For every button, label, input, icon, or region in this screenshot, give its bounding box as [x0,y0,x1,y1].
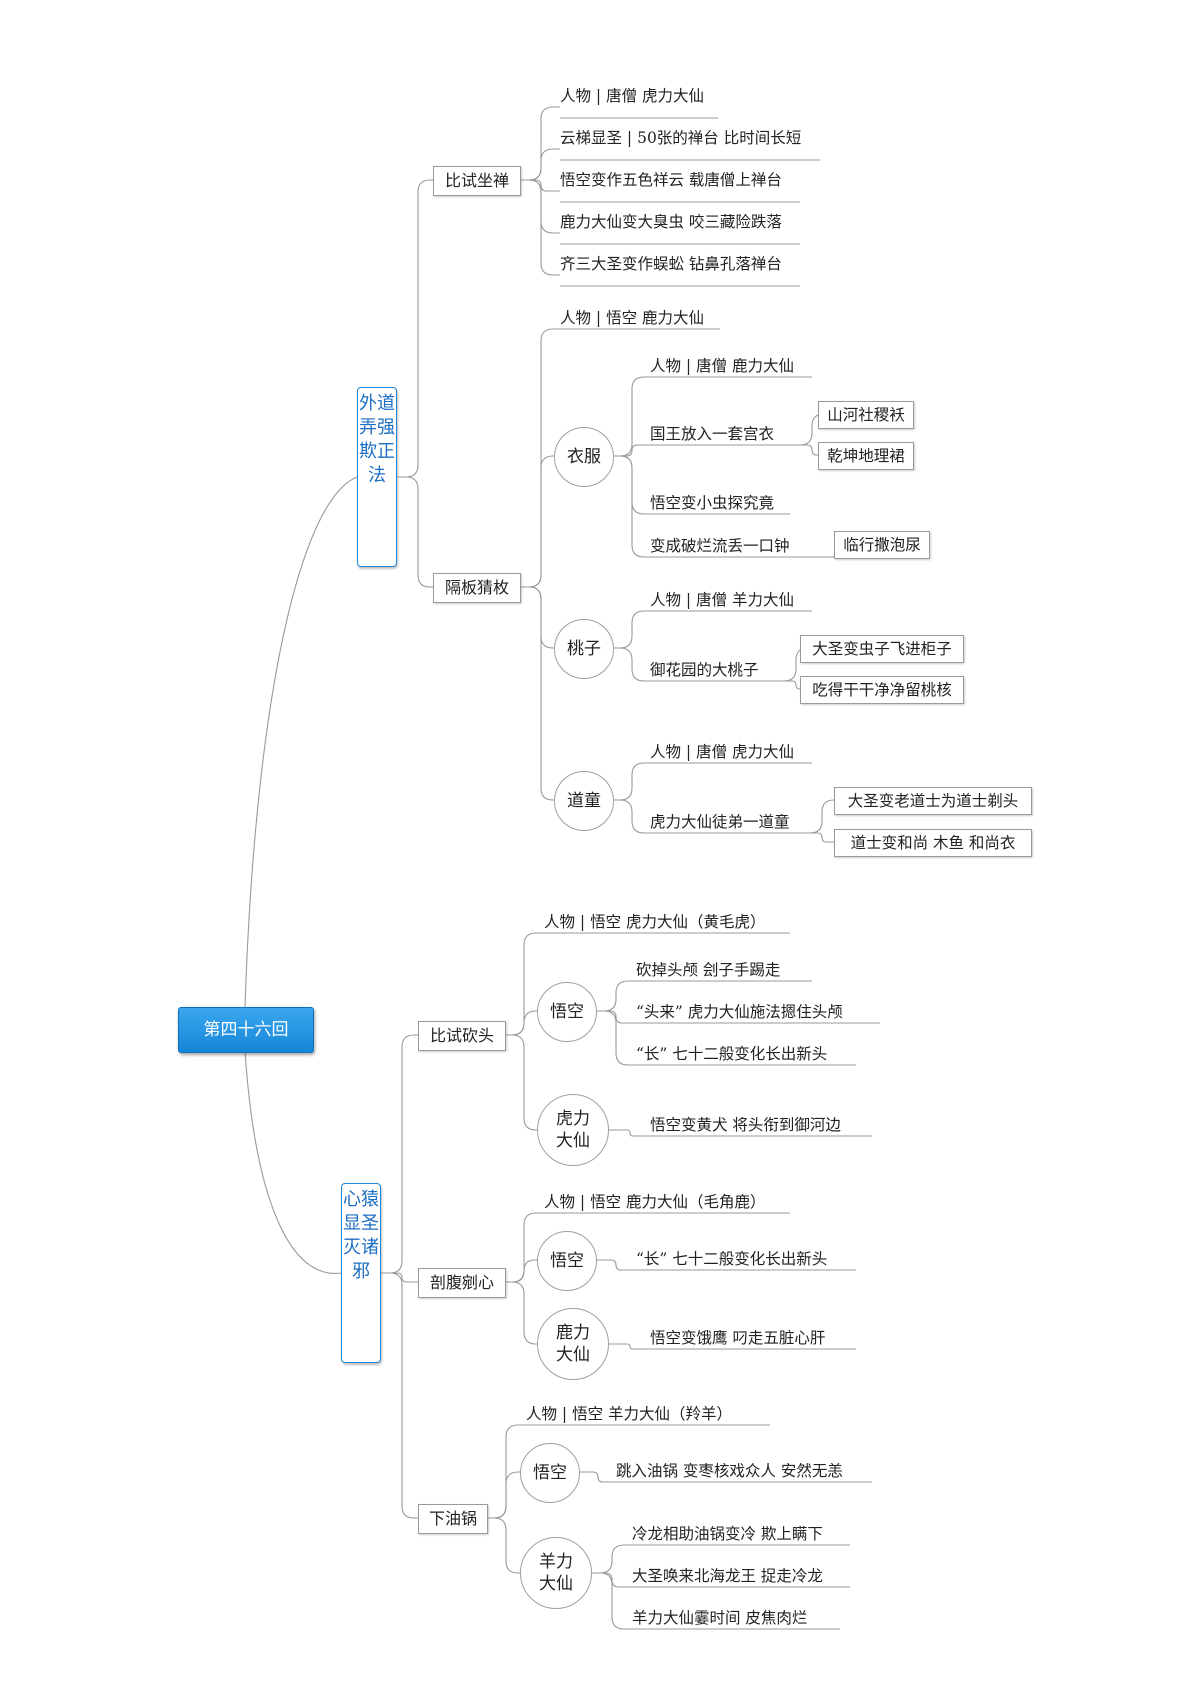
node-b3-yangli[interactable]: 羊力大仙 [520,1537,592,1609]
connector-a2-taoist [519,586,554,801]
connector-b-b2 [381,1272,418,1283]
leaf-taoist-2a: 大圣变老道士为道士剃头 [834,787,1032,815]
leaf-b1-huli-1: 悟空变黄犬 将头衔到御河边 [650,1116,841,1134]
connector-a1-leaf [519,179,560,276]
node-peach[interactable]: 桃子 [554,619,614,679]
node-taoist[interactable]: 道童 [554,771,614,831]
connector-a-a1 [397,179,433,478]
connector-b3-y3 [592,1572,632,1630]
node-b2[interactable]: 剖腹剜心 [418,1268,506,1298]
connector-b3-yangli [486,1517,520,1574]
leaf-clothes-2a: 山河社稷袄 [818,401,914,429]
leaf-b3-yangli-1: 冷龙相助油锅变冷 欺上瞒下 [632,1525,823,1543]
node-b2-wukong[interactable]: 悟空 [537,1231,597,1291]
connector-clothes-2b [800,444,818,456]
node-b1-huli[interactable]: 虎力大仙 [537,1094,609,1166]
connector-b3-y2 [592,1572,632,1588]
leaf-clothes-4a: 临行撒泡尿 [834,531,930,559]
connector-clothes-3 [612,455,650,515]
connector-b2-l1 [609,1343,650,1350]
leaf-b3-wukong-1: 跳入油锅 变枣核戏众人 安然无恙 [616,1462,843,1480]
leaf-b2-luli-1: 悟空变饿鹰 叼走五脏心肝 [650,1329,826,1347]
leaf-a1-2: 云梯显圣 | 50张的禅台 比时间长短 [560,129,802,147]
leaf-clothes-4: 变成破烂流丢一口钟 [650,537,790,555]
connector-a1-leaf [519,148,560,181]
connector-b2-w1 [595,1259,636,1271]
connector-clothes-2 [612,444,650,457]
node-b3-wukong[interactable]: 悟空 [520,1443,580,1503]
connector-taoist-1 [612,762,650,801]
connector-root-b [244,1050,342,1274]
node-clothes[interactable]: 衣服 [554,427,614,487]
leaf-taoist-1: 人物 | 唐僧 虎力大仙 [650,743,795,761]
leaf-peach-1: 人物 | 唐僧 羊力大仙 [650,591,795,609]
connector-taoist-2a [809,799,835,834]
leaf-b1-people: 人物 | 悟空 虎力大仙（黄毛虎） [544,913,766,931]
section-b-title[interactable]: 心猿显圣灭诸邪 [341,1183,381,1363]
connector-b-b3 [381,1272,418,1519]
leaf-b3-people: 人物 | 悟空 羊力大仙（羚羊） [526,1405,733,1423]
leaf-b3-yangli-2: 大圣唤来北海龙王 捉走冷龙 [632,1567,823,1585]
connector-b1-w1 [595,980,636,1012]
leaf-b2-wukong-1: “长” 七十二般变化长出新头 [636,1250,828,1268]
leaf-b1-wukong-3: “长” 七十二般变化长出新头 [636,1045,828,1063]
leaf-a2-people: 人物 | 悟空 鹿力大仙 [560,309,705,327]
connector-peach-2b [790,680,801,690]
connector-taoist-2 [612,799,650,834]
leaf-peach-2b: 吃得干干净净留桃核 [800,676,964,704]
connector-a1-leaf [519,179,560,192]
leaf-clothes-3: 悟空变小虫探究竟 [650,494,775,512]
connector-b1-w3 [595,1010,636,1066]
leaf-b2-people: 人物 | 悟空 鹿力大仙（毛角鹿） [544,1193,766,1211]
node-a1[interactable]: 比试坐禅 [433,166,521,196]
connector-b1-wukong [504,1010,537,1036]
connector-b1-huli [504,1034,537,1131]
root-node[interactable]: 第四十六回 [178,1007,314,1053]
connector-a1-leaf [519,106,560,181]
section-a-title[interactable]: 外道弄强欺正法 [357,387,397,567]
connector-taoist-2b [812,832,834,843]
connector-b2-luli [504,1281,537,1345]
leaf-clothes-1: 人物 | 唐僧 鹿力大仙 [650,357,795,375]
connector-b3-w1 [578,1471,616,1483]
connector-a1-leaf [519,179,560,234]
connector-clothes-1 [612,376,650,457]
leaf-peach-2a: 大圣变虫子飞进柜子 [800,635,964,663]
connector-peach-1 [612,610,650,649]
leaf-b3-yangli-3: 羊力大仙霎时间 皮焦肉烂 [632,1609,808,1627]
connector-b3-wukong [486,1471,520,1519]
leaf-taoist-2b: 道士变和尚 木鱼 和尚衣 [834,829,1032,857]
leaf-clothes-2: 国王放入一套宫衣 [650,425,775,443]
connector-clothes-4 [612,455,650,558]
node-b2-luli[interactable]: 鹿力大仙 [537,1308,609,1380]
connector-b1-h1 [609,1129,650,1137]
leaf-clothes-2b: 乾坤地理裙 [818,442,914,470]
leaf-taoist-2: 虎力大仙徒弟一道童 [650,813,790,831]
leaf-a1-1: 人物 | 唐僧 虎力大仙 [560,87,705,105]
node-a2[interactable]: 隔板猜枚 [433,573,521,603]
connector-a2-clothes [519,455,554,588]
connector-b2-wukong [504,1259,537,1283]
leaf-a1-3: 悟空变作五色祥云 载唐僧上禅台 [560,171,782,189]
connector-a-a2 [397,476,433,588]
node-b3[interactable]: 下油锅 [418,1504,488,1534]
connector-b-b1 [381,1034,418,1274]
node-b1[interactable]: 比试砍头 [418,1021,506,1051]
connector-peach-2 [612,647,650,682]
leaf-b1-wukong-2: “头来” 虎力大仙施法摁住头颅 [636,1003,843,1021]
node-b1-wukong[interactable]: 悟空 [537,982,597,1042]
leaf-peach-2: 御花园的大桃子 [650,661,759,679]
leaf-a1-4: 鹿力大仙变大臭虫 咬三藏险跌落 [560,213,782,231]
leaf-a1-5: 齐三大圣变作蜈蚣 钻鼻孔落禅台 [560,255,782,273]
connector-a2-peach [519,586,554,649]
connector-b3-y1 [592,1544,632,1574]
connector-root-a [244,476,358,1008]
connector-b1-w2 [595,1010,636,1024]
leaf-b1-wukong-1: 砍掉头颅 刽子手踢走 [636,961,781,979]
